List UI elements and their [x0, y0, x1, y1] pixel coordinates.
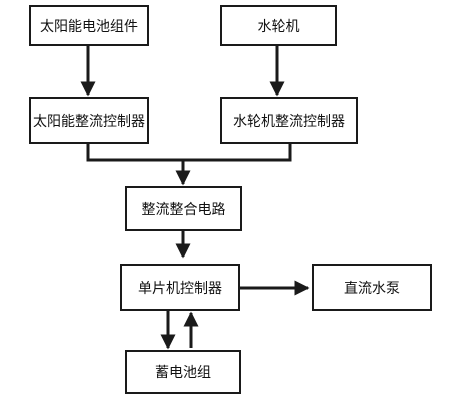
node-turbine-rectifier-controller: 水轮机整流控制器: [220, 97, 358, 144]
merge-line-controllers: [86, 144, 292, 162]
node-dc-pump: 直流水泵: [312, 264, 432, 311]
node-water-turbine: 水轮机: [220, 5, 337, 46]
node-battery-pack: 蓄电池组: [125, 350, 241, 394]
node-rectifier-integration-circuit: 整流整合电路: [125, 186, 242, 231]
node-mcu-controller: 单片机控制器: [120, 264, 240, 311]
node-solar-rectifier-controller: 太阳能整流控制器: [29, 97, 149, 144]
node-solar-module: 太阳能电池组件: [29, 5, 149, 46]
